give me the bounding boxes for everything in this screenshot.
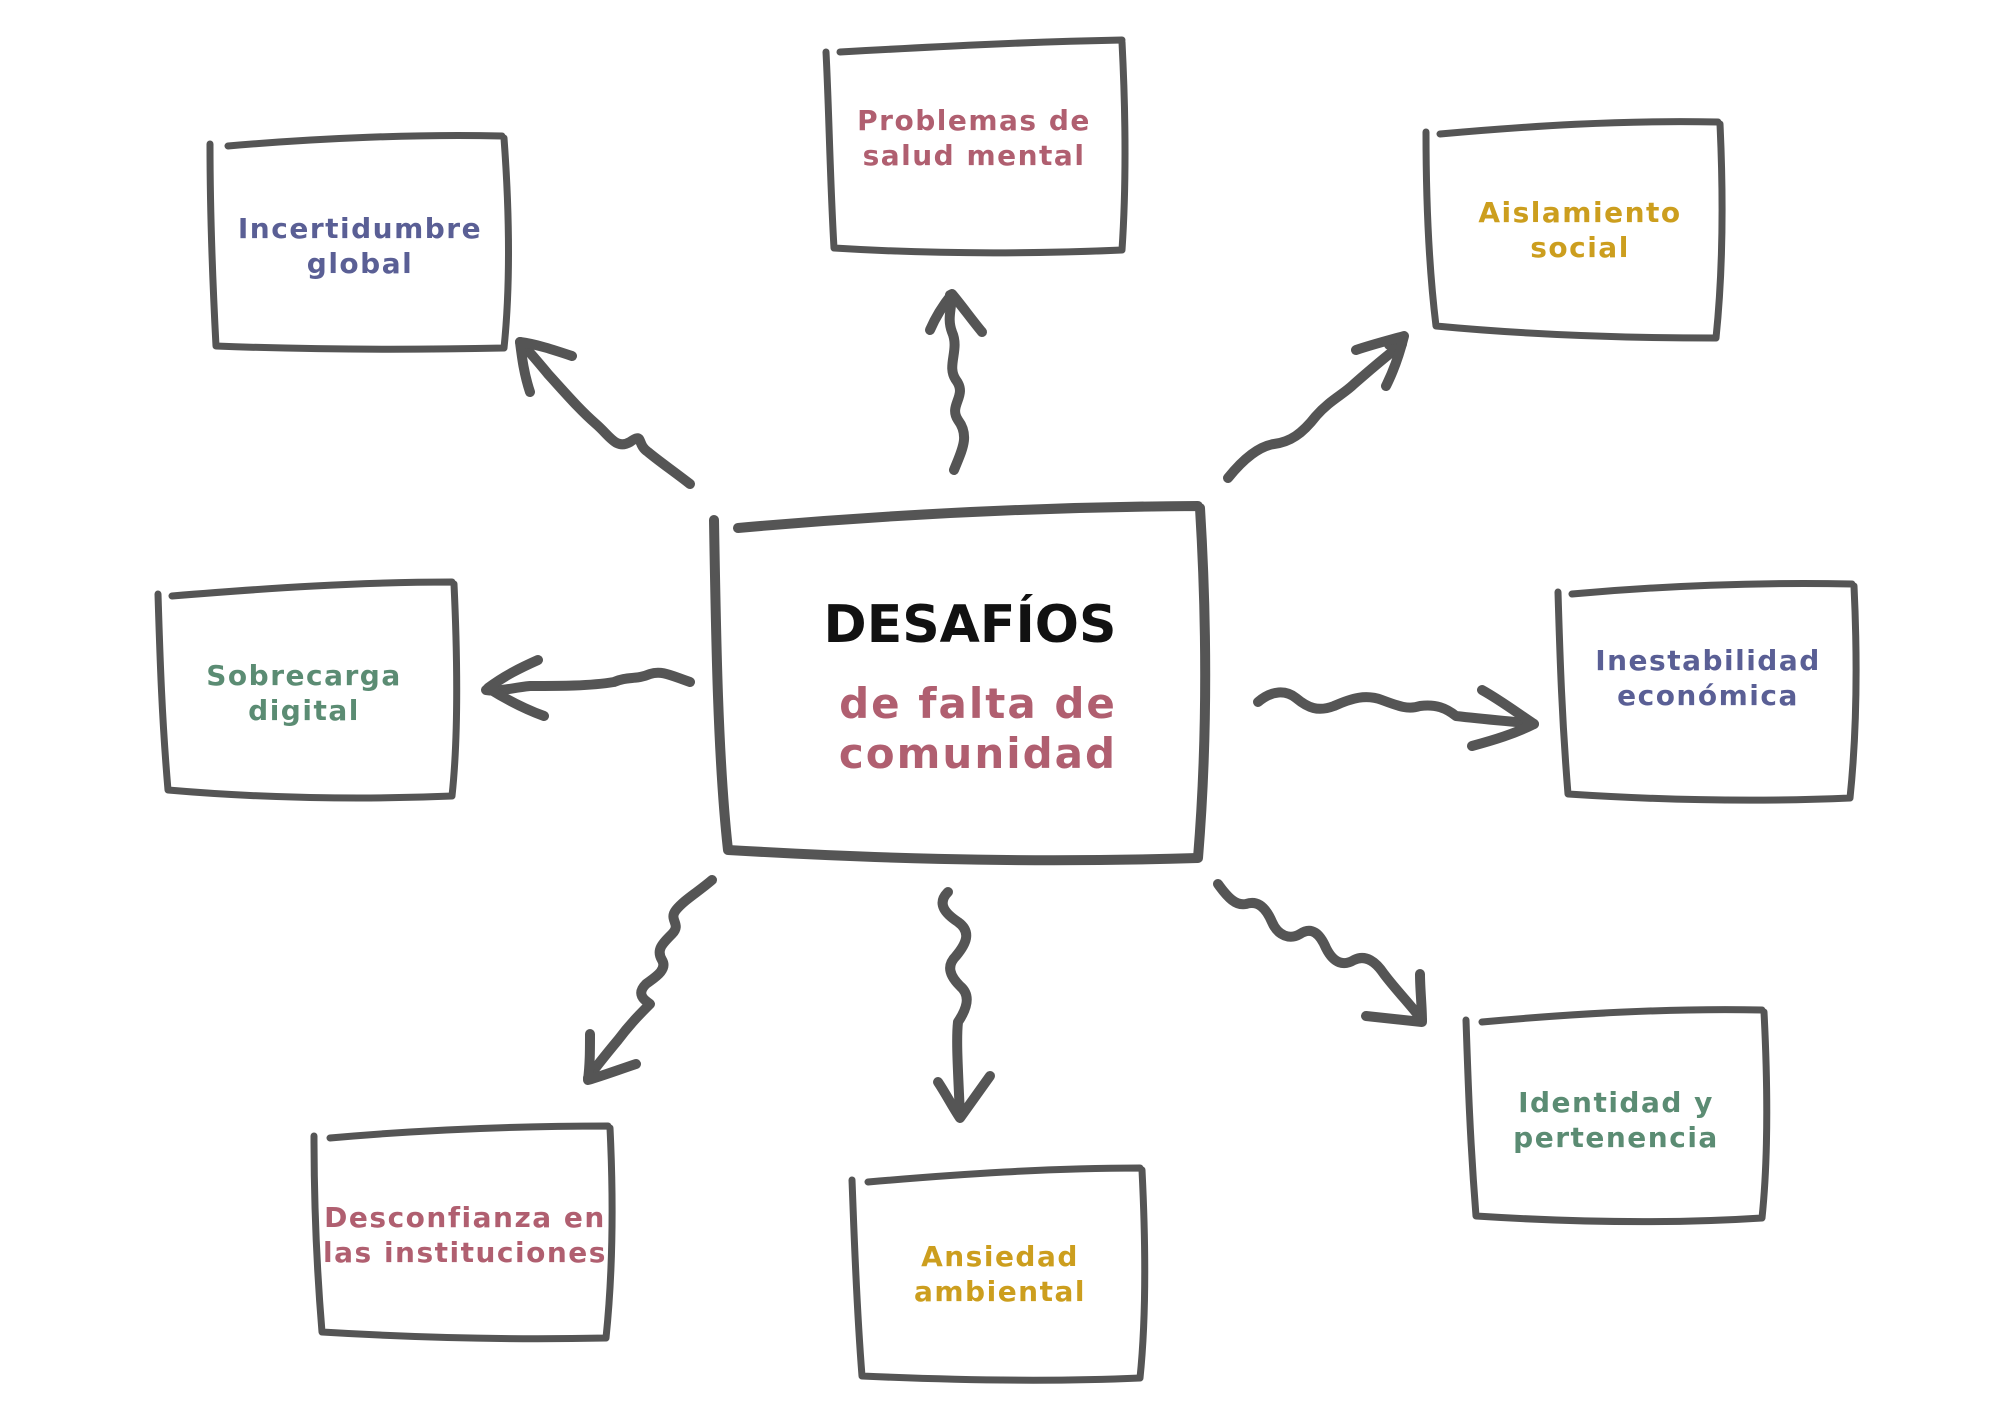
node-ansiedad-frame bbox=[848, 1164, 1149, 1384]
node-incertidumbre-line2: global bbox=[307, 247, 413, 280]
node-inestabilidad-frame bbox=[1554, 579, 1860, 804]
arrow-to-inestabilidad bbox=[1253, 685, 1539, 751]
arrow-to-desconfianza bbox=[583, 875, 717, 1085]
arrow-to-aislamiento bbox=[1223, 331, 1409, 483]
node-inestabilidad-economica: Inestabilidad económica bbox=[1554, 579, 1860, 804]
node-aislamiento-line1: Aislamiento bbox=[1478, 196, 1681, 229]
node-desconfianza-instituciones: Desconfianza en las instituciones bbox=[310, 1122, 616, 1343]
arrow-to-problemas bbox=[925, 289, 987, 475]
node-identidad-line2: pertenencia bbox=[1513, 1121, 1719, 1154]
arrow-to-sobrecarga bbox=[481, 655, 695, 721]
node-sobrecarga-digital: Sobrecarga digital bbox=[154, 578, 461, 802]
node-identidad-line1: Identidad y bbox=[1518, 1086, 1714, 1119]
node-problemas-salud-mental: Problemas de salud mental bbox=[822, 36, 1129, 257]
node-ansiedad-line2: ambiental bbox=[914, 1275, 1086, 1308]
arrow-to-ansiedad bbox=[933, 887, 995, 1123]
node-ansiedad-ambiental: Ansiedad ambiental bbox=[848, 1164, 1149, 1384]
node-incertidumbre-global: Incertidumbre global bbox=[206, 131, 512, 353]
central-node-frame bbox=[709, 501, 1211, 866]
node-sobrecarga-line2: digital bbox=[248, 694, 360, 727]
central-title: DESAFÍOS bbox=[824, 594, 1117, 655]
node-desconfianza-line1: Desconfianza en bbox=[324, 1201, 606, 1234]
node-inestabilidad-line2: económica bbox=[1617, 679, 1799, 712]
node-ansiedad-line1: Ansiedad bbox=[921, 1240, 1079, 1273]
arrow-to-identidad bbox=[1213, 879, 1427, 1027]
node-sobrecarga-frame bbox=[154, 578, 461, 802]
central-node: DESAFÍOS de falta de comunidad bbox=[709, 501, 1211, 866]
node-incertidumbre-line1: Incertidumbre bbox=[238, 212, 482, 245]
arrow-to-incertidumbre bbox=[515, 337, 695, 489]
node-problemas-line2: salud mental bbox=[863, 139, 1086, 172]
node-incertidumbre-frame bbox=[206, 131, 512, 353]
node-aislamiento-frame bbox=[1422, 118, 1726, 342]
node-identidad-frame bbox=[1462, 1006, 1771, 1226]
node-aislamiento-line2: social bbox=[1530, 231, 1630, 264]
node-desconfianza-frame bbox=[310, 1122, 616, 1343]
node-aislamiento-social: Aislamiento social bbox=[1422, 118, 1726, 342]
node-desconfianza-line2: las instituciones bbox=[323, 1236, 607, 1269]
central-subtitle-line1: de falta de bbox=[839, 679, 1117, 728]
node-inestabilidad-line1: Inestabilidad bbox=[1595, 644, 1821, 677]
node-problemas-line1: Problemas de bbox=[857, 104, 1091, 137]
node-identidad-pertenencia: Identidad y pertenencia bbox=[1462, 1006, 1771, 1226]
node-sobrecarga-line1: Sobrecarga bbox=[206, 659, 401, 692]
node-problemas-frame bbox=[822, 36, 1129, 257]
central-subtitle-line2: comunidad bbox=[839, 729, 1117, 778]
